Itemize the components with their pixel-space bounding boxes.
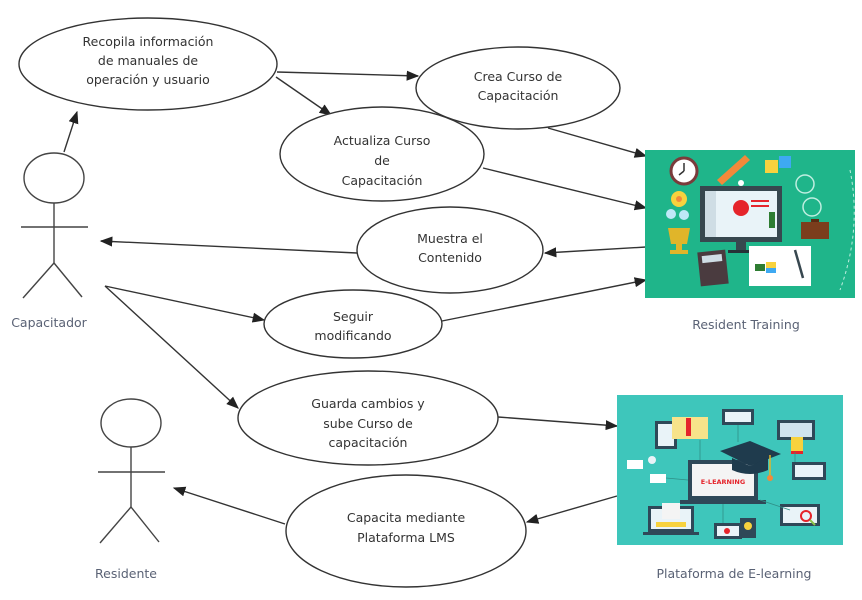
system-elearning: E-LEARNING	[617, 395, 843, 581]
relation-actualiza-resident-training	[482, 167, 648, 211]
use-case-seguir-line-1: Seguir	[333, 309, 374, 324]
video-call-icon	[777, 420, 815, 454]
relation-seguir-resident-training	[441, 277, 648, 322]
use-case-crea-line-2: Capacitación	[478, 88, 559, 103]
relations	[63, 70, 648, 525]
use-case-seguir-line-2: modificando	[314, 328, 391, 343]
use-case-crea: Crea Curso de Capacitación	[415, 46, 621, 130]
use-case-muestra: Muestra el Contenido	[356, 206, 544, 294]
use-case-seguir: Seguir modificando	[263, 289, 443, 359]
stick-figure-icon	[21, 152, 88, 299]
relation-capacitador-guarda	[104, 285, 239, 409]
actor-residente: Residente	[95, 398, 165, 581]
briefcase-icon	[801, 219, 829, 239]
use-case-guarda-line-2: sube Curso de	[323, 416, 413, 431]
use-case-crea-line-1: Crea Curso de	[474, 69, 563, 84]
decorative-arc	[839, 169, 855, 291]
trophy-icon	[668, 228, 690, 254]
relation-recopila-actualiza	[275, 76, 333, 116]
use-case-recopila-line-2: de manuales de	[98, 53, 199, 68]
use-case-guarda: Guarda cambios y sube Curso de capacitac…	[237, 370, 499, 466]
relation-guarda-elearning	[497, 416, 619, 431]
relation-crea-resident-training	[547, 127, 648, 158]
use-case-guarda-line-1: Guarda cambios y	[311, 396, 425, 411]
system-resident-training: Resident Training	[645, 150, 855, 332]
user-icon	[802, 197, 822, 217]
system-elearning-label: Plataforma de E-learning	[656, 566, 811, 581]
actor-capacitador: Capacitador	[11, 152, 88, 330]
relation-capacitador-seguir	[104, 285, 266, 323]
video-icon	[714, 518, 756, 539]
network-icon	[627, 456, 666, 483]
actor-residente-label: Residente	[95, 566, 157, 581]
monitor-icon	[700, 180, 782, 253]
use-case-muestra-line-1: Muestra el	[417, 231, 483, 246]
calculator-icon	[697, 249, 729, 287]
relation-capacitador-recopila	[63, 110, 79, 153]
use-case-actualiza-line-3: Capacitación	[342, 173, 423, 188]
stick-figure-icon	[98, 398, 165, 544]
relation-elearning-capacita	[525, 495, 618, 524]
gear-icon	[666, 191, 689, 220]
note-icon	[779, 156, 791, 168]
actor-capacitador-label: Capacitador	[11, 315, 87, 330]
use-case-recopila-line-1: Recopila información	[83, 34, 214, 49]
use-case-guarda-line-3: capacitación	[329, 435, 408, 450]
use-case-capacita-line-2: Plataforma LMS	[357, 530, 455, 545]
use-case-recopila-line-3: operación y usuario	[86, 72, 210, 87]
notebook-icon	[749, 246, 811, 286]
relation-resident-training-muestra	[543, 246, 647, 258]
relation-capacita-residente	[172, 486, 286, 525]
use-case-recopila: Recopila información de manuales de oper…	[18, 17, 278, 111]
use-case-capacita-line-1: Capacita mediante	[347, 510, 466, 525]
laptop-icon	[643, 503, 699, 535]
graduation-cap-icon	[720, 441, 781, 481]
note-icon	[765, 160, 778, 173]
tablet-icon	[655, 417, 708, 449]
device-screen	[725, 412, 751, 422]
relation-muestra-capacitador	[99, 236, 358, 254]
system-resident-training-label: Resident Training	[692, 317, 800, 332]
use-case-actualiza-line-1: Actualiza Curso	[334, 133, 431, 148]
rocket-icon	[717, 155, 750, 185]
user-icon	[795, 174, 815, 194]
clock-icon	[669, 156, 699, 186]
connector-lines	[665, 425, 796, 523]
use-case-capacita: Capacita mediante Plataforma LMS	[285, 474, 527, 588]
use-case-muestra-line-2: Contenido	[418, 250, 482, 265]
use-case-actualiza: Actualiza Curso de Capacitación	[279, 106, 485, 202]
relation-recopila-crea	[276, 70, 420, 81]
elearning-screen-text: E-LEARNING	[701, 478, 745, 486]
device-screen	[795, 465, 823, 477]
use-case-actualiza-line-2: de	[374, 153, 390, 168]
search-icon	[780, 504, 820, 526]
